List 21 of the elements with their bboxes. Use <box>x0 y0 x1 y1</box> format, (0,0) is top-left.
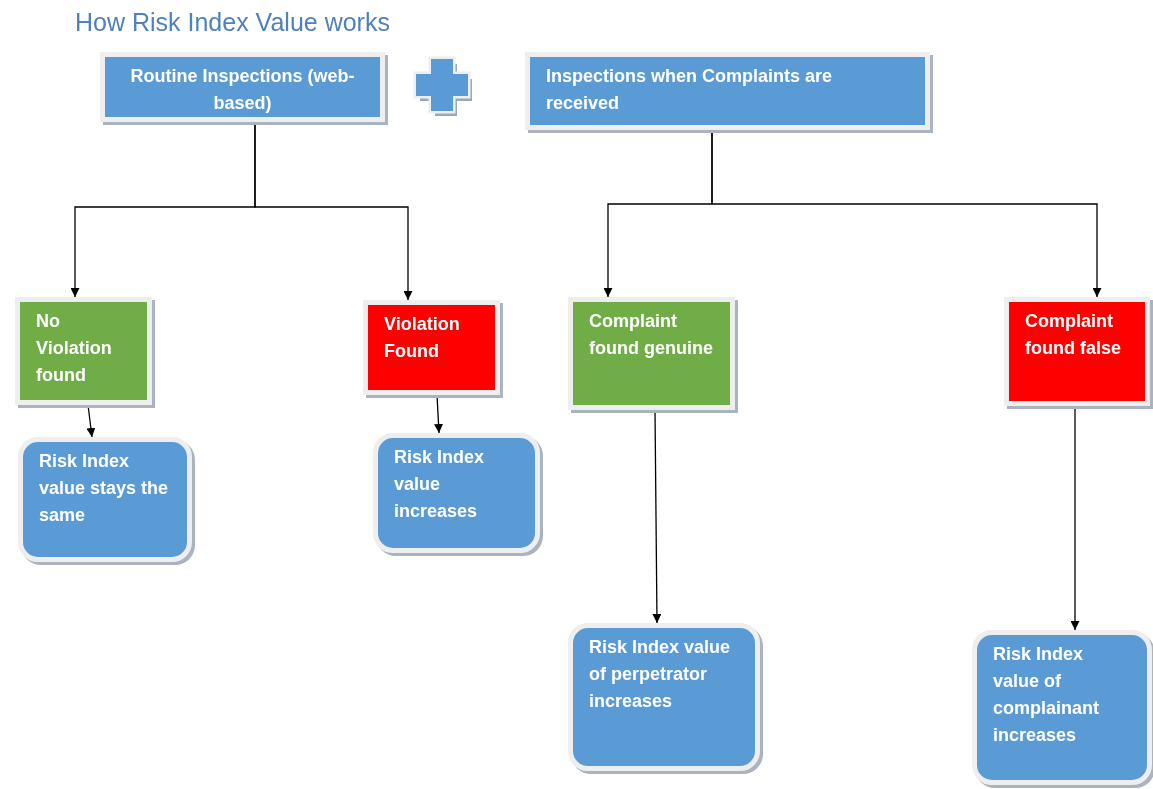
diagram-title: How Risk Index Value works <box>75 7 390 38</box>
result-box <box>18 437 192 562</box>
result-box <box>568 623 760 771</box>
process-box <box>1004 297 1150 406</box>
result-box <box>373 433 540 553</box>
node-text: Routine Inspections (web-based) <box>129 65 356 115</box>
node-text: Violation Found <box>384 313 461 363</box>
node-text: Complaint found genuine <box>589 310 714 360</box>
process-box <box>525 52 930 130</box>
result-box <box>972 630 1152 785</box>
process-box <box>15 297 152 405</box>
node-text: Risk Index value of perpetrator increases <box>589 636 732 713</box>
node-text: Risk Index value stays the same <box>39 450 170 527</box>
node-text: Risk Index value of complainant increases <box>993 643 1100 747</box>
node-text: No Violation found <box>36 310 113 387</box>
node-text: Complaint found false <box>1025 310 1122 360</box>
process-box <box>363 300 500 395</box>
node-text: Inspections when Complaints are received <box>546 65 834 115</box>
process-box <box>568 297 735 410</box>
node-text: Risk Index value increases <box>394 446 486 523</box>
process-box <box>100 52 385 122</box>
